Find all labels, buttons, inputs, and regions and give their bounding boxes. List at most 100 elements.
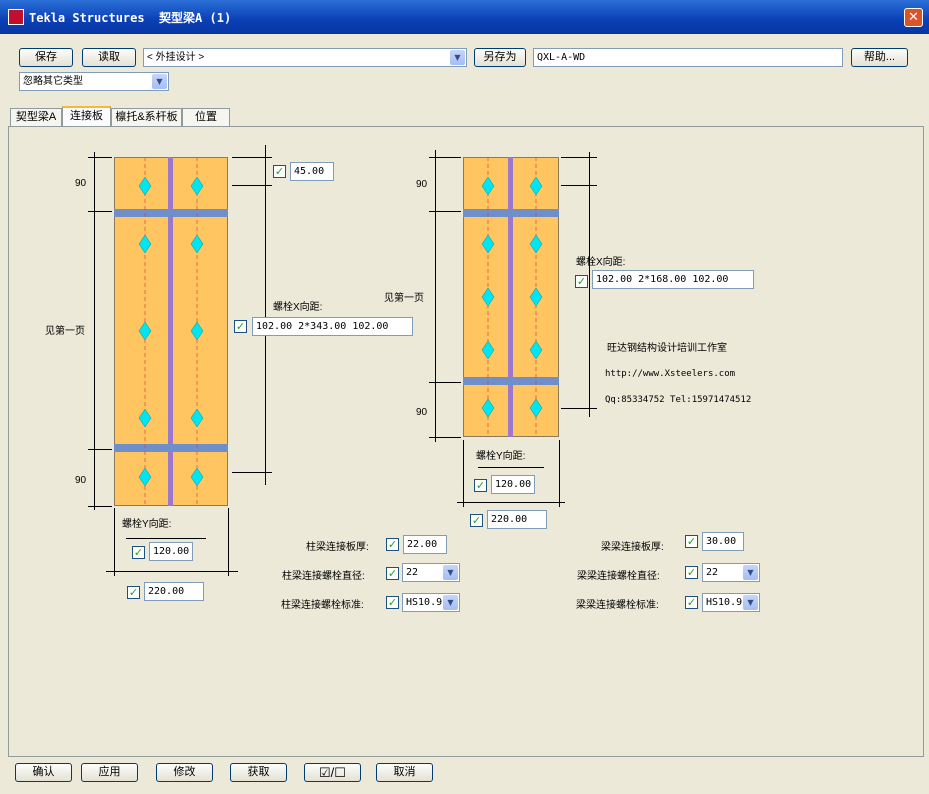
chevron-down-icon[interactable]: ▼	[152, 74, 167, 89]
studio-label: 旺达钢结构设计培训工作室	[607, 343, 727, 354]
right-flange-top	[463, 209, 559, 217]
left-x-dim-line	[265, 145, 266, 485]
left-bolt-y-dim-line	[126, 538, 206, 539]
save-as-name-input[interactable]: QXL-A-WD	[533, 48, 843, 67]
save-as-button[interactable]: 另存为	[474, 48, 526, 67]
apply-button[interactable]: 应用	[81, 763, 138, 782]
left-bolt-y-label: 螺栓Y向距:	[122, 519, 172, 530]
dim-tick	[463, 440, 464, 507]
left-top-dim-input[interactable]: 45.00	[290, 162, 334, 181]
col-beam-dia-label: 柱梁连接螺栓直径:	[282, 571, 365, 582]
filter-select[interactable]: 忽略其它类型 ▼	[19, 72, 169, 91]
tab-purlin-plate[interactable]: 檩托&系杆板	[111, 108, 182, 126]
dim-tick	[561, 157, 597, 158]
beam-beam-dia-checkbox[interactable]: ✓	[685, 566, 698, 579]
url-label: http://www.Xsteelers.com	[605, 369, 736, 379]
ok-button[interactable]: 确认	[15, 763, 72, 782]
chevron-down-icon[interactable]: ▼	[743, 565, 758, 580]
title-bar	[0, 0, 929, 34]
save-button[interactable]: 保存	[19, 48, 73, 67]
right-flange-bottom	[463, 377, 559, 385]
beam-beam-std-label: 梁梁连接螺栓标准:	[576, 600, 659, 611]
left-see-page-label: 见第一页	[45, 326, 85, 337]
left-width-checkbox[interactable]: ✓	[127, 586, 140, 599]
right-bolt-x-checkbox[interactable]: ✓	[575, 275, 588, 288]
chevron-down-icon[interactable]: ▼	[443, 565, 458, 580]
left-bolt-x-checkbox[interactable]: ✓	[234, 320, 247, 333]
cancel-button[interactable]: 取消	[376, 763, 433, 782]
right-web	[508, 157, 513, 437]
right-width-checkbox[interactable]: ✓	[470, 514, 483, 527]
dim-tick	[232, 472, 272, 473]
left-dim-top: 90	[75, 178, 87, 189]
dim-tick	[228, 508, 229, 576]
beam-beam-dia-select[interactable]: 22▼	[702, 563, 760, 582]
chevron-down-icon[interactable]: ▼	[743, 595, 758, 610]
left-bolt-x-label: 螺栓X向距:	[273, 302, 323, 313]
beam-beam-thick-input[interactable]: 30.00	[702, 532, 744, 551]
left-dim-line	[94, 152, 95, 510]
right-bolt-x-input[interactable]: 102.00 2*168.00 102.00	[592, 270, 754, 289]
right-width-input[interactable]: 220.00	[487, 510, 547, 529]
beam-beam-dia-label: 梁梁连接螺栓直径:	[577, 571, 660, 582]
tab-beam-a[interactable]: 契型梁A	[10, 108, 62, 126]
dim-tick	[429, 437, 461, 438]
left-width-input[interactable]: 220.00	[144, 582, 204, 601]
col-beam-std-select[interactable]: HS10.9▼	[402, 593, 460, 612]
right-bolt-y-input[interactable]: 120.00	[491, 475, 535, 494]
col-beam-thick-input[interactable]: 22.00	[403, 535, 447, 554]
filter-value: 忽略其它类型	[23, 76, 83, 87]
right-bolt-y-dim-line	[478, 467, 544, 468]
load-button[interactable]: 读取	[82, 48, 136, 67]
tekla-logo-icon	[8, 9, 24, 25]
left-bolt-y-input[interactable]: 120.00	[149, 542, 193, 561]
tab-connection-plate[interactable]: 连接板	[62, 106, 111, 127]
dim-tick	[561, 408, 597, 409]
dim-tick	[559, 440, 560, 507]
chevron-down-icon[interactable]: ▼	[450, 50, 465, 65]
preset-select[interactable]: < 外挂设计 >▼	[143, 48, 467, 67]
dim-tick	[88, 449, 112, 450]
left-bolts	[138, 157, 204, 506]
left-flange-top	[114, 209, 228, 217]
beam-beam-std-checkbox[interactable]: ✓	[685, 596, 698, 609]
right-dim-line	[435, 150, 436, 442]
dim-tick	[232, 157, 272, 158]
beam-beam-std-select[interactable]: HS10.9▼	[702, 593, 760, 612]
get-button[interactable]: 获取	[230, 763, 287, 782]
chevron-down-icon[interactable]: ▼	[443, 595, 458, 610]
col-beam-thick-checkbox[interactable]: ✓	[386, 538, 399, 551]
dim-tick	[561, 185, 597, 186]
col-beam-std-label: 柱梁连接螺栓标准:	[281, 600, 364, 611]
col-beam-std-checkbox[interactable]: ✓	[386, 596, 399, 609]
col-beam-dia-select[interactable]: 22▼	[402, 563, 460, 582]
left-web	[168, 157, 173, 506]
col-beam-thick-label: 柱梁连接板厚:	[306, 542, 369, 553]
dim-tick	[429, 157, 461, 158]
modify-button[interactable]: 修改	[156, 763, 213, 782]
left-dim-bottom: 90	[75, 475, 87, 486]
contact-label: Qq:85334752 Tel:15971474512	[605, 395, 752, 405]
left-top-dim-checkbox[interactable]: ✓	[273, 165, 286, 178]
dim-tick	[88, 211, 112, 212]
beam-beam-thick-checkbox[interactable]: ✓	[685, 535, 698, 548]
help-button[interactable]: 帮助...	[851, 48, 908, 67]
right-bolt-y-label: 螺栓Y向距:	[476, 451, 526, 462]
left-bolt-y-checkbox[interactable]: ✓	[132, 546, 145, 559]
dim-tick	[88, 157, 112, 158]
right-dim-bottom: 90	[416, 407, 428, 418]
col-beam-dia-checkbox[interactable]: ✓	[386, 567, 399, 580]
right-bolt-y-checkbox[interactable]: ✓	[474, 479, 487, 492]
toggle-all-button[interactable]: ☑/☐	[304, 763, 361, 782]
dim-tick	[232, 185, 272, 186]
beam-beam-std-value: HS10.9	[706, 597, 743, 608]
close-button[interactable]: ✕	[904, 8, 923, 27]
col-beam-std-value: HS10.9	[406, 597, 443, 608]
left-flange-bottom	[114, 444, 228, 452]
left-bolt-x-input[interactable]: 102.00 2*343.00 102.00	[252, 317, 413, 336]
tab-position[interactable]: 位置	[182, 108, 230, 126]
dim-tick	[429, 382, 461, 383]
dim-tick	[88, 506, 112, 507]
dim-tick	[429, 211, 461, 212]
dim-tick	[114, 508, 115, 576]
